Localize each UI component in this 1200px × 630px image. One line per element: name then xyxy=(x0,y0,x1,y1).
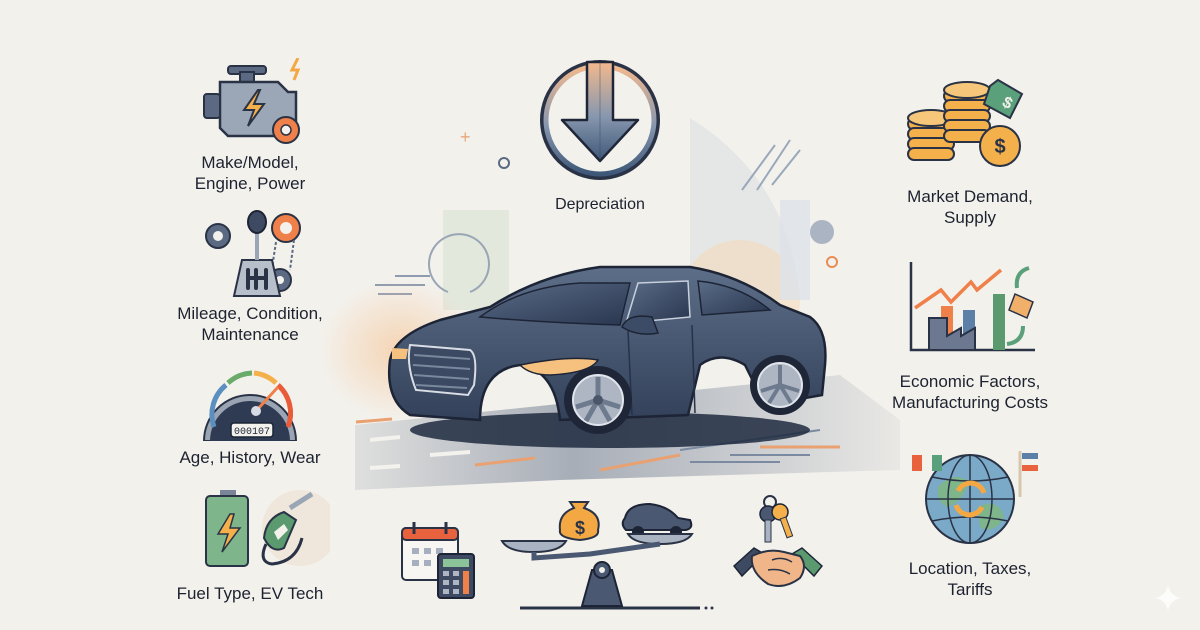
label-make-model: Make/Model, Engine, Power xyxy=(194,153,306,193)
gear-shifter-icon xyxy=(198,208,308,298)
sparkle-icon xyxy=(1153,583,1183,613)
calendar-calculator-icon xyxy=(400,520,480,600)
globe-flags-icon xyxy=(908,447,1038,547)
odometer-value: 000107 xyxy=(234,427,270,438)
svg-text:$: $ xyxy=(575,518,585,538)
label-market-demand: Market Demand, Supply xyxy=(907,187,1033,227)
engine-icon xyxy=(198,58,308,148)
battery-fuel-pump-icon xyxy=(200,488,330,568)
svg-text:+: + xyxy=(460,127,471,147)
label-economic-factors: Economic Factors, Manufacturing Costs xyxy=(892,372,1048,412)
depreciation-icon xyxy=(538,58,662,184)
label-fuel-type: Fuel Type, EV Tech xyxy=(176,584,324,603)
label-age-history: Age, History, Wear xyxy=(179,448,321,467)
balance-scale-icon: $ xyxy=(500,494,720,614)
coins-price-tag-icon: $ $ xyxy=(900,70,1040,180)
depreciation-label: Depreciation xyxy=(555,196,645,213)
label-location-taxes: Location, Taxes, Tariffs xyxy=(908,559,1032,599)
svg-text:$: $ xyxy=(994,136,1005,158)
car-illustration xyxy=(370,255,840,455)
speedometer-icon: 000107 xyxy=(200,361,300,441)
handshake-keys-icon xyxy=(728,490,828,600)
label-mileage-condition: Mileage, Condition, Maintenance xyxy=(177,304,323,344)
factory-chart-icon xyxy=(905,258,1035,358)
